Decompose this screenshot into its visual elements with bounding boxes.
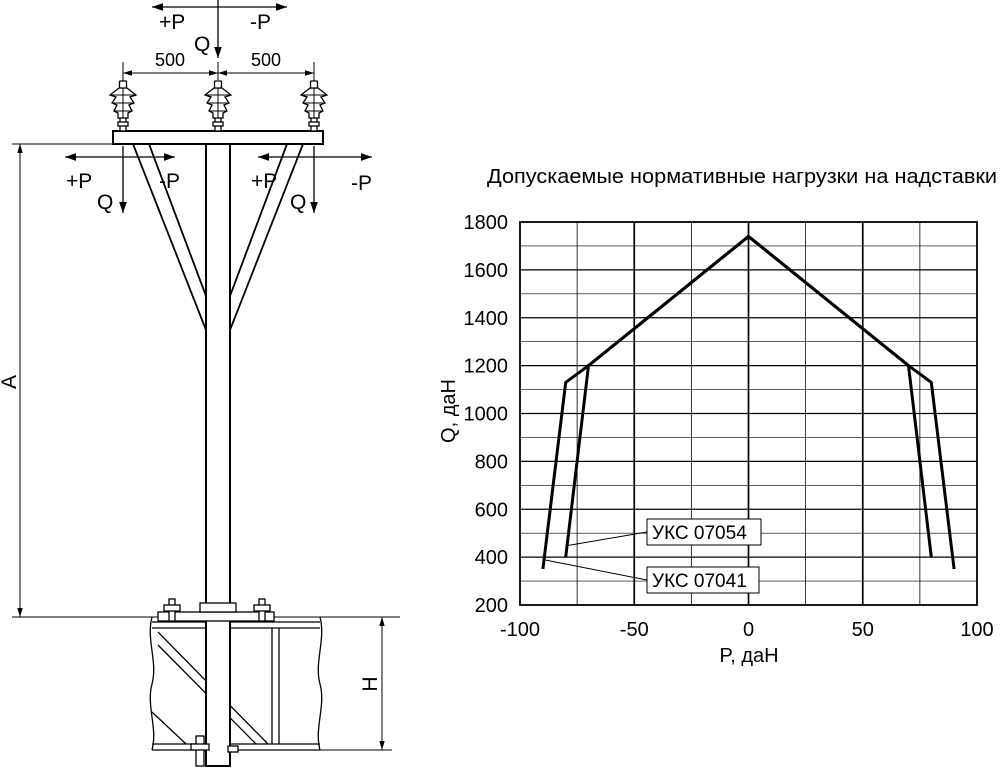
x-tick-label: -50 <box>620 619 649 641</box>
x-tick-labels: -100 -50 0 50 100 <box>500 619 994 641</box>
foundation-break-right <box>317 616 323 751</box>
brace-right-outer <box>229 143 304 331</box>
insulator-skirts <box>301 88 327 118</box>
crossarm <box>112 130 324 145</box>
anchor-nut-left <box>163 604 181 612</box>
series-label-1: УКС 07054 <box>652 523 747 544</box>
y-tick-label: 1000 <box>464 404 509 426</box>
right-plus-p-label: +P <box>251 170 277 193</box>
chart-title: Допускаемые нормативные нагрузки на надс… <box>487 166 997 188</box>
foundation-diagonal-corner <box>151 711 187 745</box>
insulator-center <box>203 80 233 132</box>
series-leader-line-2 <box>543 559 648 581</box>
anchor-nut-right <box>253 604 271 612</box>
left-end-load-arrows: +P -P Q <box>65 146 180 214</box>
top-plus-p-label: +P <box>159 11 185 34</box>
pole-clamp <box>199 602 237 613</box>
foundation-break-left <box>149 616 155 751</box>
series-label-box-2 <box>646 566 760 594</box>
y-tick-label: 1800 <box>464 212 509 234</box>
left-minus-p-label: -P <box>159 170 180 193</box>
series-line-2 <box>541 234 956 570</box>
dimension-a-label: A <box>0 375 21 389</box>
foundation <box>149 616 323 751</box>
insulator-skirts <box>205 88 231 118</box>
insulator-right <box>299 80 329 132</box>
pole <box>205 143 231 767</box>
y-tick-label: 600 <box>475 499 508 521</box>
chart-series <box>541 234 956 570</box>
right-q-label: Q <box>290 191 306 214</box>
spacing-dimensions: 500 500 <box>122 50 315 84</box>
top-q-label: Q <box>194 33 210 56</box>
x-tick-label: 100 <box>960 619 993 641</box>
load-chart: Допускаемые нормативные нагрузки на надс… <box>438 166 997 667</box>
braces <box>132 143 304 331</box>
dimension-h-label: H <box>359 676 382 691</box>
insulator-cap <box>309 80 319 89</box>
pole-drawing: +P -P Q 500 500 A <box>0 0 400 767</box>
x-axis-label: P, даН <box>719 645 778 667</box>
dimension-h: H <box>320 617 392 751</box>
dimension-a: A <box>0 143 400 618</box>
top-minus-p-label: -P <box>250 11 271 34</box>
insulator-skirts <box>110 88 136 118</box>
y-tick-label: 800 <box>475 451 508 473</box>
bottom-bolt-nut <box>190 743 210 751</box>
top-load-arrows: +P -P Q <box>152 0 287 58</box>
plot-frame <box>519 221 978 606</box>
base-flange <box>157 598 275 622</box>
insulator-cap <box>213 80 223 89</box>
y-tick-label: 1600 <box>464 260 509 282</box>
insulator-pin-nut <box>212 121 224 127</box>
insulator-pin-nut <box>117 121 129 127</box>
brace-left-outer <box>132 143 207 331</box>
y-tick-label: 1400 <box>464 308 509 330</box>
chart-grid <box>520 222 977 605</box>
bottom-bolt-shank <box>195 735 205 767</box>
y-axis-label: Q, даН <box>438 379 460 443</box>
spacing-left-label: 500 <box>155 50 185 70</box>
series-label-box-1 <box>646 518 762 546</box>
right-minus-p-label: -P <box>351 172 372 195</box>
series-leader-line-1 <box>566 531 648 547</box>
brace-right-inner <box>229 143 288 297</box>
brace-left-inner <box>148 143 207 297</box>
y-tick-labels: 200 400 600 800 1000 1200 1400 1600 1800 <box>464 212 509 617</box>
spacing-right-label: 500 <box>251 50 281 70</box>
series-label-2: УКС 07041 <box>652 571 747 592</box>
x-tick-label: 50 <box>852 619 874 641</box>
x-tick-label: -100 <box>500 619 540 641</box>
left-q-label: Q <box>97 191 113 214</box>
insulator-cap <box>118 80 128 89</box>
x-tick-label: 0 <box>743 619 754 641</box>
insulator-pin-nut <box>308 121 320 127</box>
y-tick-label: 1200 <box>464 356 509 378</box>
y-tick-label: 400 <box>475 547 508 569</box>
bottom-bolt <box>190 735 239 767</box>
insulator-left <box>108 80 138 132</box>
right-end-load-arrows: +P -P Q <box>251 146 372 214</box>
bottom-bolt-nut-right <box>227 745 239 753</box>
left-plus-p-label: +P <box>66 170 92 193</box>
y-tick-label: 200 <box>475 595 508 617</box>
